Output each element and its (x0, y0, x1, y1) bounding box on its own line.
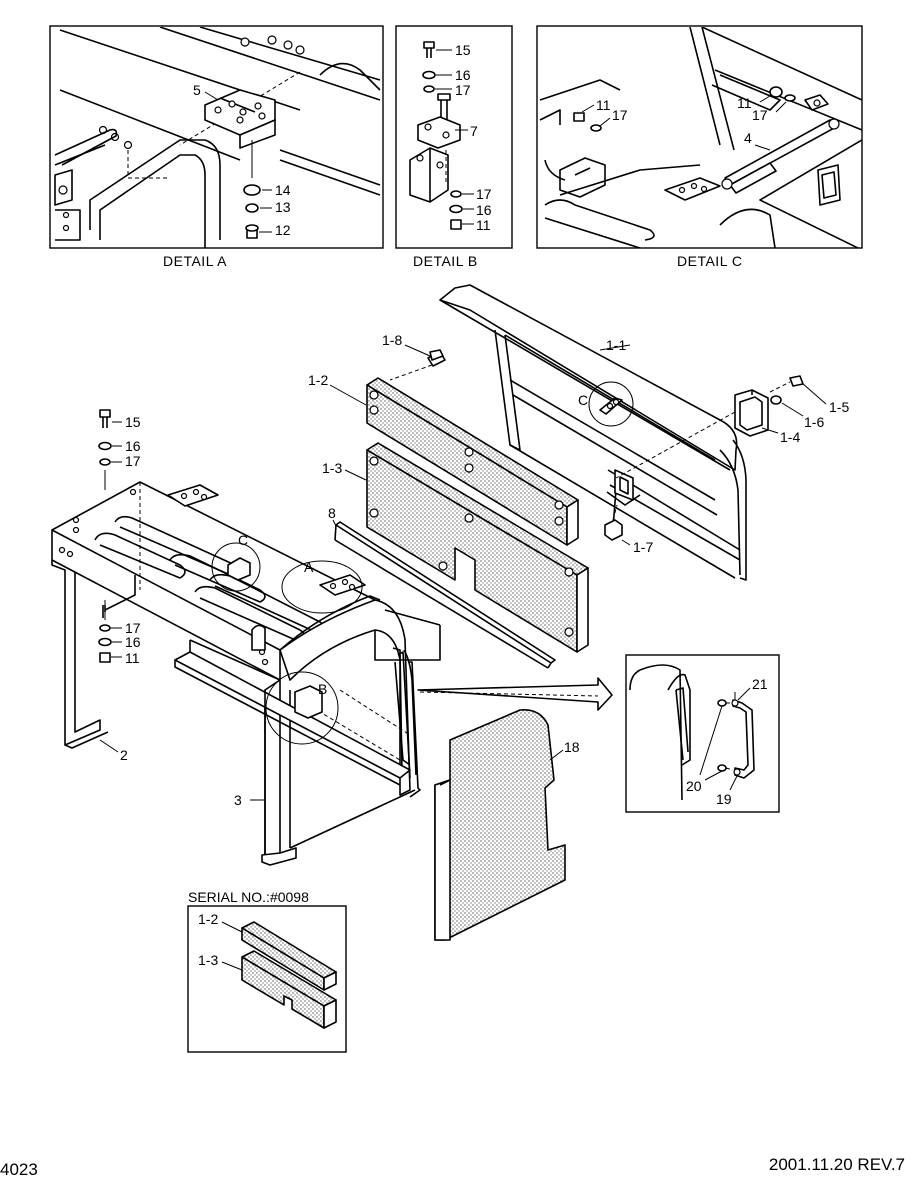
marker-b: B (318, 681, 327, 697)
main-assembly: C 1-1 1-5 1-6 1-4 1-7 1-8 (51, 284, 849, 941)
detail-a-label-12: 12 (275, 222, 291, 238)
detail-b-label-17: 17 (455, 82, 471, 98)
label-16b: 16 (125, 634, 141, 650)
label-1-4: 1-4 (780, 429, 800, 445)
detail-b-label-16b: 16 (476, 202, 492, 218)
serial-label-1-2: 1-2 (198, 911, 218, 927)
detail-c-label-17b: 17 (752, 107, 768, 123)
label-21: 21 (752, 676, 768, 692)
detail-b: 15 16 17 7 17 16 11 DETAIL B (395, 25, 513, 269)
serial-label-1-3: 1-3 (198, 952, 218, 968)
detail-c: 11 17 11 17 4 DETAIL C (536, 25, 863, 269)
label-1-2: 1-2 (308, 372, 328, 388)
label-8: 8 (328, 505, 336, 521)
label-2: 2 (120, 747, 128, 763)
detail-a: 5 14 13 12 DETAIL A (49, 25, 384, 269)
detail-b-label-7: 7 (470, 123, 478, 139)
detail-b-label-16: 16 (455, 67, 471, 83)
detail-a-caption: DETAIL A (163, 253, 227, 269)
label-3: 3 (234, 792, 242, 808)
panel-1-2 (366, 377, 579, 546)
label-1-8: 1-8 (382, 332, 402, 348)
serial-box: SERIAL NO.:#0098 1-2 1-3 (187, 889, 347, 1053)
label-1-7: 1-7 (633, 539, 653, 555)
detail-c-caption: DETAIL C (677, 253, 742, 269)
label-1-3: 1-3 (322, 460, 342, 476)
panel-1-3 (366, 442, 589, 653)
label-17b: 17 (125, 620, 141, 636)
label-20: 20 (686, 778, 702, 794)
page-number: 4023 (0, 1160, 38, 1179)
label-17a: 17 (125, 453, 141, 469)
detail-b-label-11: 11 (476, 217, 491, 233)
serial-title: SERIAL NO.:#0098 (188, 889, 309, 905)
label-16a: 16 (125, 438, 141, 454)
detail-a-label-5: 5 (193, 82, 201, 98)
label-1-6: 1-6 (804, 414, 824, 430)
detail-c-label-17a: 17 (612, 107, 628, 123)
pad-18 (434, 708, 566, 941)
label-18: 18 (564, 739, 580, 755)
handle-inset: 21 20 19 (625, 654, 780, 813)
label-1-1: 1-1 (606, 337, 626, 353)
marker-c-frame: C (238, 532, 248, 548)
detail-c-label-11b: 11 (737, 95, 752, 111)
label-15: 15 (125, 414, 141, 430)
marker-a: A (304, 559, 314, 575)
label-19: 19 (716, 791, 732, 807)
latch-assembly (615, 375, 804, 479)
label-11: 11 (125, 650, 140, 666)
detail-c-label-4: 4 (744, 130, 752, 146)
marker-c-roof: C (578, 392, 588, 408)
detail-a-label-13: 13 (275, 199, 291, 215)
revision-stamp: 2001.11.20 REV.7 (769, 1155, 905, 1174)
detail-b-label-17b: 17 (476, 186, 492, 202)
main-frame (51, 481, 441, 866)
detail-c-label-11a: 11 (596, 97, 611, 113)
detail-b-label-15: 15 (455, 42, 471, 58)
label-1-5: 1-5 (829, 399, 849, 415)
detail-b-caption: DETAIL B (413, 253, 478, 269)
roof-frame (439, 284, 747, 581)
detail-a-label-14: 14 (275, 182, 291, 198)
